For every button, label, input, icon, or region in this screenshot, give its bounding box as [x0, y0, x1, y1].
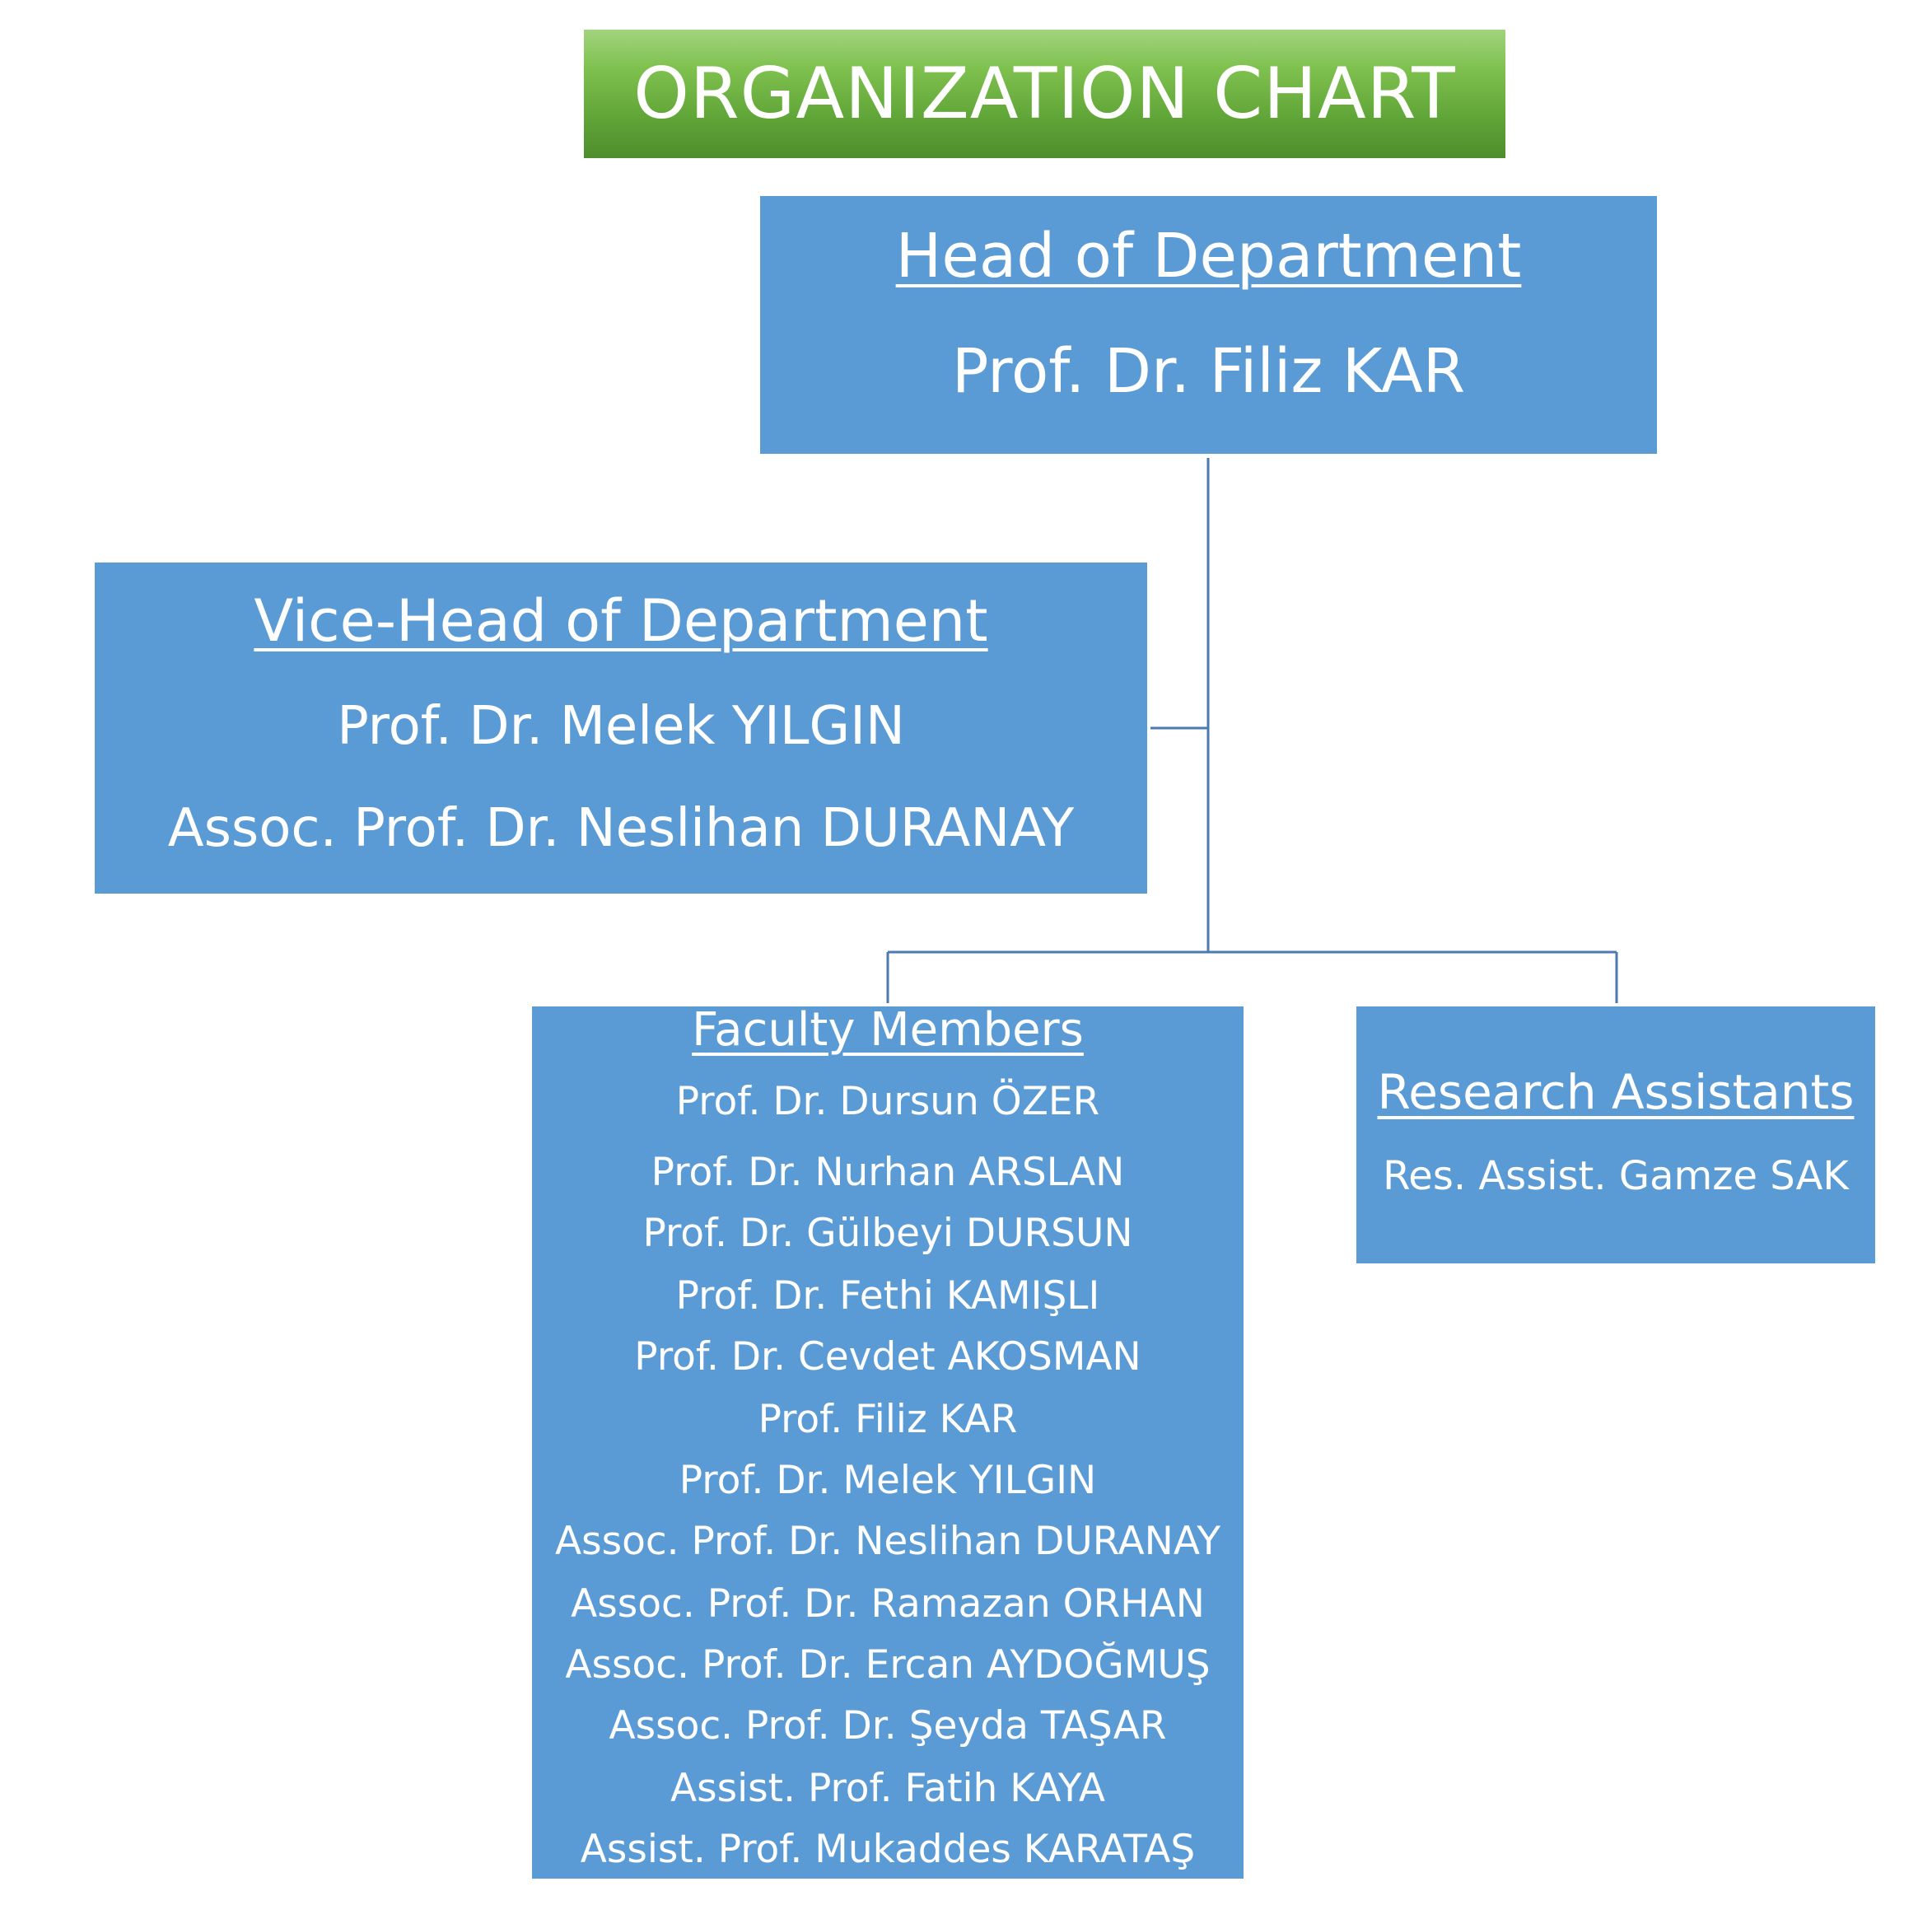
research-assistant-name: Res. Assist. Gamze SAK	[1383, 1153, 1849, 1199]
faculty-heading: Faculty Members	[692, 1003, 1084, 1057]
head-name: Prof. Dr. Filiz KAR	[951, 336, 1466, 407]
faculty-member: Assoc. Prof. Dr. Ercan AYDOĞMUŞ	[565, 1642, 1211, 1688]
head-heading: Head of Department	[895, 221, 1522, 292]
faculty-member: Prof. Dr. Nurhan ARSLAN	[651, 1150, 1125, 1195]
research-heading: Research Assistants	[1377, 1064, 1855, 1120]
faculty-member: Prof. Dr. Dursun ÖZER	[675, 1079, 1100, 1124]
vice-head-box: Vice-Head of Department Prof. Dr. Melek …	[95, 563, 1147, 894]
faculty-member: Prof. Filiz KAR	[758, 1397, 1018, 1442]
faculty-member: Assist. Prof. Fatih KAYA	[670, 1766, 1105, 1811]
chart-title: ORGANIZATION CHART	[633, 53, 1456, 135]
vice-heading: Vice-Head of Department	[254, 587, 988, 655]
faculty-member: Prof. Dr. Fethi KAMIŞLI	[675, 1273, 1100, 1319]
faculty-member: Assoc. Prof. Dr. Ramazan ORHAN	[571, 1581, 1205, 1627]
chart-title-banner: ORGANIZATION CHART	[584, 30, 1505, 158]
research-assistants-box: Research Assistants Res. Assist. Gamze S…	[1356, 1006, 1875, 1263]
faculty-member: Assist. Prof. Mukaddes KARATAŞ	[580, 1827, 1196, 1872]
faculty-members-box: Faculty Members Prof. Dr. Dursun ÖZER Pr…	[532, 1003, 1244, 1879]
faculty-member: Assoc. Prof. Dr. Şeyda TAŞAR	[609, 1703, 1167, 1749]
faculty-member: Prof. Dr. Cevdet AKOSMAN	[634, 1334, 1141, 1380]
vice-name: Prof. Dr. Melek YILGIN	[337, 696, 905, 757]
faculty-member: Prof. Dr. Gülbeyi DURSUN	[642, 1211, 1133, 1256]
head-of-department-box: Head of Department Prof. Dr. Filiz KAR	[760, 196, 1657, 454]
faculty-member: Prof. Dr. Melek YILGIN	[679, 1458, 1097, 1503]
vice-name: Assoc. Prof. Dr. Neslihan DURANAY	[167, 798, 1075, 859]
faculty-member: Assoc. Prof. Dr. Neslihan DURANAY	[554, 1519, 1221, 1564]
